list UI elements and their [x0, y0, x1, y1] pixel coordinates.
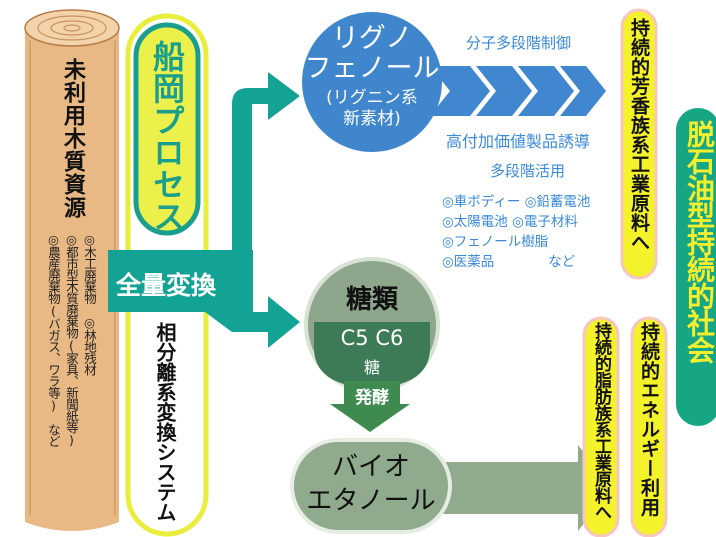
ferment-label: 発酵: [355, 388, 389, 408]
control-label: 分子多段階制御: [466, 34, 572, 52]
sugar-badge-top: C5 C6: [340, 326, 404, 350]
phase-separation-label: 相分離系変換システム: [153, 322, 177, 522]
output-aromatic-label: 持続的芳香族系工業原料へ: [628, 18, 650, 252]
output-box-aromatic: [620, 8, 658, 280]
log-item-1: ◎木工廃棄物 ◎林地残材: [82, 232, 97, 375]
output-energy-label: 持続的エネルギー利用: [638, 322, 660, 517]
funaoka-process-pill: [133, 22, 201, 236]
ethanol-pill: [290, 438, 452, 534]
use-item-1: ◎車ボディー ◎鉛蓄電池: [442, 194, 591, 210]
ethanol-title: バイオ エタノール: [306, 452, 436, 516]
society-label: 脱石油型持続的社会: [683, 120, 716, 363]
teal-branch-arrows: [108, 72, 300, 348]
funaoka-process-label: 船岡プロセス: [148, 40, 186, 232]
output-box-energy: [630, 316, 668, 537]
output-aliphatic-label: 持続的脂肪族系工業原料へ: [591, 322, 611, 520]
multi-stage-label: 多段階活用: [490, 162, 566, 180]
use-item-3: ◎フェノール樹脂: [442, 234, 549, 250]
society-band: [676, 108, 716, 426]
sugar-title: 糖類: [345, 285, 398, 315]
log-item-2: ◎都市型木質廃棄物(家具、新聞紙等): [64, 232, 79, 447]
log-title: 未利用木質資源: [60, 58, 85, 219]
log-cylinder: [24, 9, 120, 531]
log-item-3: ◎農産廃棄物(バガス、ワラ等) など: [46, 232, 61, 447]
full-conversion-label: 全量変換: [116, 271, 217, 300]
arrow-icon: [330, 392, 410, 432]
output-box-aliphatic: [582, 316, 620, 537]
ferment-box: [344, 381, 400, 407]
lignophenol-title: リグノ フェノール: [304, 23, 440, 84]
use-item-4: ◎医薬品 など: [442, 254, 576, 270]
use-item-2: ◎太陽電池 ◎電子材料: [442, 214, 578, 230]
chevron-icon: [430, 66, 606, 116]
sugar-badge: [314, 322, 430, 388]
lignophenol-subtitle: (リグニン系 新素材): [326, 88, 418, 129]
derive-label: 高付加価値製品誘導: [446, 132, 591, 151]
sugar-badge-bottom: 糖: [363, 358, 380, 377]
